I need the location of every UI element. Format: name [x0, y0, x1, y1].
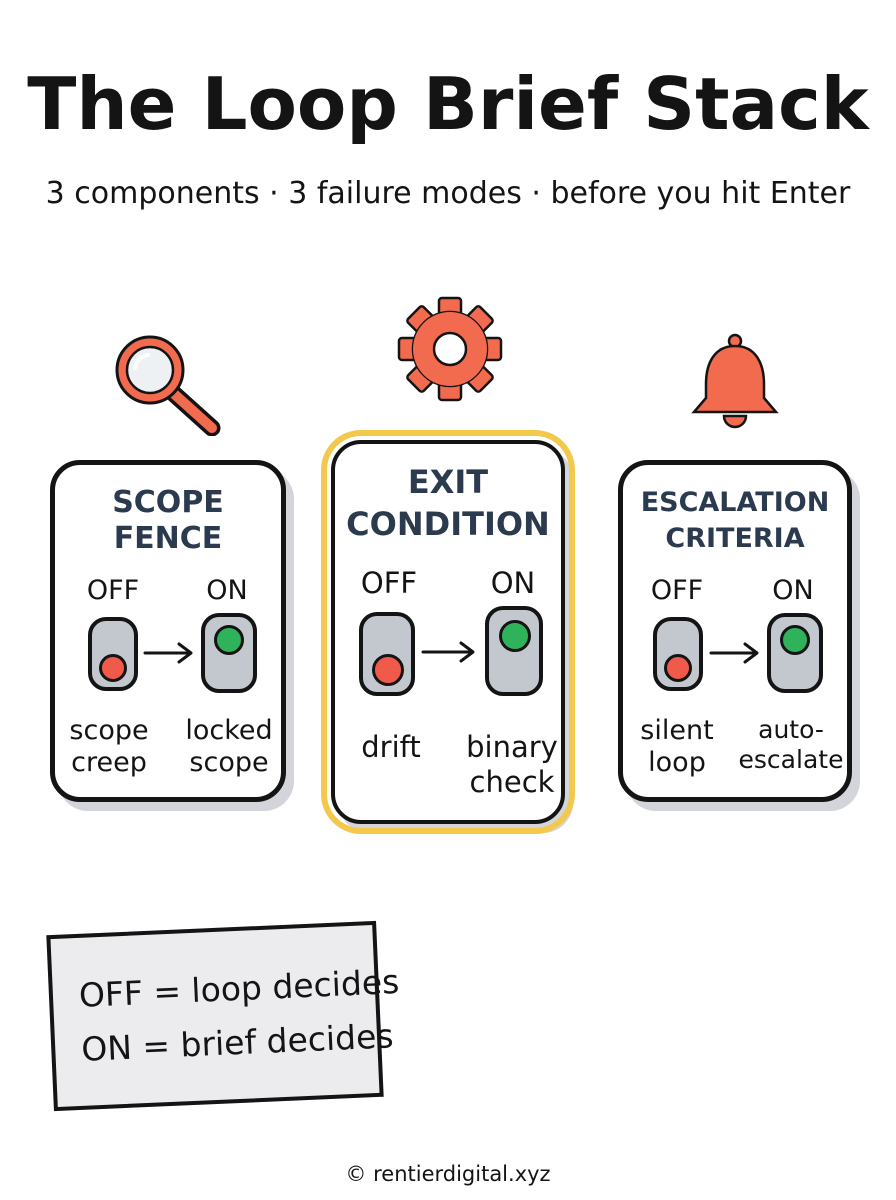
card-title-line: EXIT	[407, 463, 489, 501]
on-label: ON	[206, 575, 248, 606]
arrow-right-icon	[709, 642, 759, 664]
off-knob	[99, 654, 127, 682]
mode-line: locked	[185, 715, 273, 746]
mode-line: drift	[361, 730, 421, 764]
card-title: ESCALATION CRITERIA	[623, 485, 847, 558]
off-switch[interactable]	[653, 617, 703, 691]
off-label: OFF	[650, 575, 704, 606]
off-switch[interactable]	[88, 617, 138, 691]
off-label: OFF	[86, 575, 140, 606]
card-scope-fence: SCOPE FENCE OFF ON scope creep locked sc…	[50, 460, 286, 802]
mode-line: escalate	[738, 745, 844, 774]
failure-mode-on: binary check	[457, 730, 567, 800]
on-knob	[214, 625, 244, 655]
card-title-line: SCOPE	[112, 485, 224, 520]
card-title: EXIT CONDITION	[335, 462, 561, 545]
off-knob	[664, 654, 692, 682]
on-switch[interactable]	[201, 613, 257, 693]
mode-line: scope	[69, 715, 149, 746]
card-title-line: CRITERIA	[665, 523, 805, 555]
failure-mode-on: locked scope	[175, 715, 283, 780]
gear-icon	[397, 296, 503, 402]
mode-line: binary	[466, 730, 558, 764]
legend-note: OFF = loop decides ON = brief decides	[46, 920, 400, 1112]
failure-mode-on: auto- escalate	[729, 715, 853, 775]
card-exit-condition: EXIT CONDITION OFF ON drift binary check	[321, 430, 575, 834]
mode-line: loop	[648, 747, 706, 779]
page-subtitle: 3 components · 3 failure modes · before …	[45, 176, 851, 211]
mode-line: scope	[189, 747, 269, 779]
off-knob	[372, 654, 404, 686]
card-title-line: ESCALATION	[640, 487, 830, 518]
mode-line: check	[469, 764, 555, 799]
card-title: SCOPE FENCE	[55, 485, 281, 557]
magnifying-glass-icon	[115, 335, 221, 436]
arrow-right-icon	[143, 642, 193, 664]
off-label: OFF	[360, 566, 418, 600]
on-switch[interactable]	[485, 606, 543, 696]
footer-credit: © rentierdigital.xyz	[345, 1162, 551, 1186]
on-label: ON	[772, 575, 814, 606]
failure-mode-off: drift	[343, 730, 439, 765]
card-escalation-criteria: ESCALATION CRITERIA OFF ON silent loop a…	[618, 460, 852, 802]
arrow-right-icon	[421, 641, 475, 663]
legend-on-line: ON = brief decides	[80, 1016, 395, 1069]
off-switch[interactable]	[359, 612, 415, 696]
mode-line: auto-	[758, 715, 824, 744]
page-title: The Loop Brief Stack	[27, 62, 869, 146]
bell-icon	[691, 333, 779, 429]
legend-off-line: OFF = loop decides	[78, 961, 401, 1015]
failure-mode-off: scope creep	[59, 715, 159, 780]
on-switch[interactable]	[767, 613, 823, 693]
on-knob	[499, 620, 531, 652]
card-title-line: FENCE	[113, 521, 223, 556]
failure-mode-off: silent loop	[627, 715, 727, 780]
mode-line: creep	[71, 747, 147, 779]
mode-line: silent	[640, 715, 714, 746]
on-knob	[780, 625, 810, 655]
on-label: ON	[490, 566, 536, 600]
card-title-line: CONDITION	[346, 504, 550, 543]
